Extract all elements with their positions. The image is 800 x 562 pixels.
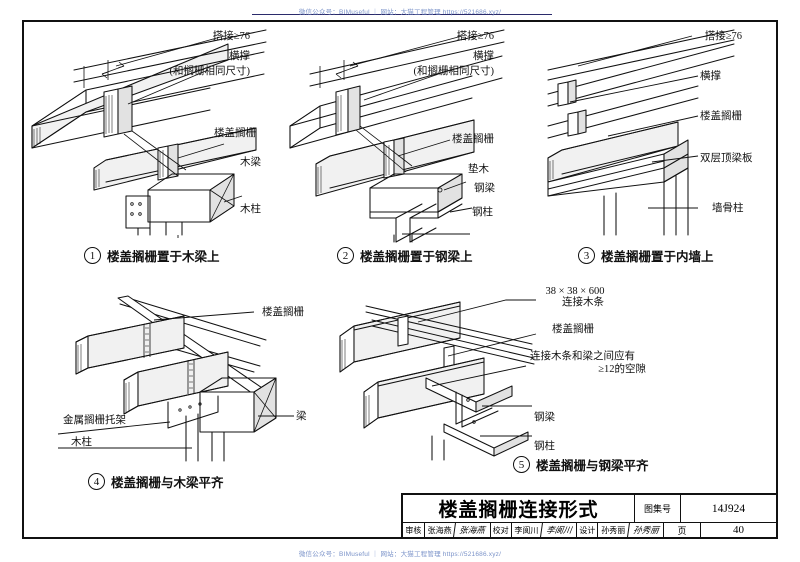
proof-name: 李阆川 xyxy=(510,523,542,537)
panel-3-number: 3 xyxy=(578,247,595,264)
panel-3-caption-text: 楼盖搁栅置于内墙上 xyxy=(601,250,714,264)
panel-1-label-brace-note: (和搁栅相同尺寸) xyxy=(169,66,251,77)
panel-4-number: 4 xyxy=(88,473,105,490)
panel-5-caption-text: 楼盖搁栅与钢梁平齐 xyxy=(536,459,649,473)
page-label: 页 xyxy=(663,523,700,537)
panel-3-label-top-plate: 双层顶梁板 xyxy=(700,153,753,164)
atlas-number-value: 14J924 xyxy=(680,495,776,522)
panel-4-label-beam: 梁 xyxy=(296,411,307,422)
panel-2-label-joist: 楼盖搁栅 xyxy=(452,134,494,145)
review-signature: 张海燕 xyxy=(453,523,491,537)
watermark-bottom: 微信公众号：BIMuseful ｜ 网站：大猫工程管理 https://5216… xyxy=(298,551,502,558)
sheet-title: 楼盖搁栅连接形式 xyxy=(438,500,599,521)
panel-5-label-steel-column: 钢柱 xyxy=(534,441,555,452)
panel-3-caption: 3 楼盖搁栅置于内墙上 xyxy=(578,246,714,265)
panel-2-label-steel-beam: 钢梁 xyxy=(474,183,495,194)
panel-3-label-joist: 楼盖搁栅 xyxy=(700,111,742,122)
panel-4-label-column: 木柱 xyxy=(71,437,92,448)
watermark-rule xyxy=(252,14,552,15)
review-label: 审核 xyxy=(405,525,422,535)
panel-4-caption-text: 楼盖搁栅与木梁平齐 xyxy=(111,476,224,490)
design-name: 孙秀丽 xyxy=(597,523,628,537)
title-block: 楼盖搁栅连接形式 图集号 14J924 审核 张海燕 张海燕 校对 李阆川 李阆… xyxy=(401,493,778,539)
panel-2-caption-text: 楼盖搁栅置于钢梁上 xyxy=(360,250,473,264)
panel-5-label-gap-note-2: ≥12的空隙 xyxy=(598,364,646,375)
panel-3-label-brace: 横撑 xyxy=(700,71,721,82)
drawing-frame xyxy=(22,20,778,539)
panel-3-label-lap: 搭接≥76 xyxy=(704,31,742,42)
panel-3-illustration xyxy=(547,29,735,236)
panel-1-caption: 1 楼盖搁栅置于木梁上 xyxy=(84,246,220,265)
panel-4-label-hanger: 金属搁栅托架 xyxy=(63,415,126,426)
panel-4-caption: 4 楼盖搁栅与木梁平齐 xyxy=(88,472,224,491)
panel-1-label-beam: 木梁 xyxy=(240,157,261,168)
panel-2-label-brace-note: (和搁栅相同尺寸) xyxy=(413,66,495,77)
panel-5-label-cleat-size: 38 × 38 × 600 xyxy=(545,286,605,297)
panel-2-caption: 2 楼盖搁栅置于钢梁上 xyxy=(337,246,473,265)
panel-2-illustration xyxy=(289,29,505,243)
title-block-bottom-row: 审核 张海燕 张海燕 校对 李阆川 李阆川 设计 孙秀丽 孙秀丽 页 40 xyxy=(403,522,776,537)
design-signature: 孙秀丽 xyxy=(626,523,665,537)
panel-2-label-packing: 垫木 xyxy=(468,164,489,175)
panel-1-caption-text: 楼盖搁栅置于木梁上 xyxy=(107,250,220,264)
panel-3-label-stud: 墙骨柱 xyxy=(712,203,744,214)
panel-1-label-column: 木柱 xyxy=(240,204,261,215)
design-label: 设计 xyxy=(576,523,597,537)
panel-5-label-cleat: 连接木条 xyxy=(562,297,604,308)
panel-4-illustration xyxy=(57,295,294,462)
panel-1-label-brace: 横撑 xyxy=(229,51,250,62)
proof-label: 校对 xyxy=(489,523,511,537)
panel-2-label-steel-column: 钢柱 xyxy=(472,207,493,218)
panel-1-number: 1 xyxy=(84,247,101,264)
page-value: 40 xyxy=(699,523,776,537)
panel-2-label-lap: 搭接≥76 xyxy=(456,31,494,42)
panel-5-caption: 5 楼盖搁栅与钢梁平齐 xyxy=(513,455,649,474)
panel-5-label-gap-note-1: 连接木条和梁之间应有 xyxy=(530,351,635,362)
panel-2-number: 2 xyxy=(337,247,354,264)
panel-1-label-joist: 楼盖搁栅 xyxy=(214,128,256,139)
panel-4-label-joist: 楼盖搁栅 xyxy=(262,307,304,318)
atlas-number-label: 图集号 xyxy=(634,495,680,522)
title-block-top-row: 楼盖搁栅连接形式 图集号 14J924 xyxy=(403,495,776,522)
panel-1-label-lap: 搭接≥76 xyxy=(212,31,250,42)
panel-2-label-brace: 横撑 xyxy=(473,51,494,62)
proof-signature: 李阆川 xyxy=(540,523,578,537)
review-name: 张海燕 xyxy=(423,523,455,537)
panel-5-number: 5 xyxy=(513,456,530,473)
panel-1-illustration xyxy=(31,29,267,238)
panel-5-label-steel-beam: 钢梁 xyxy=(534,412,555,423)
panel-5-illustration xyxy=(339,299,537,461)
watermark-top: 微信公众号：BIMuseful ｜ 网站：大猫工程管理 https://5216… xyxy=(298,9,502,16)
panel-5-label-joist: 楼盖搁栅 xyxy=(552,324,594,335)
